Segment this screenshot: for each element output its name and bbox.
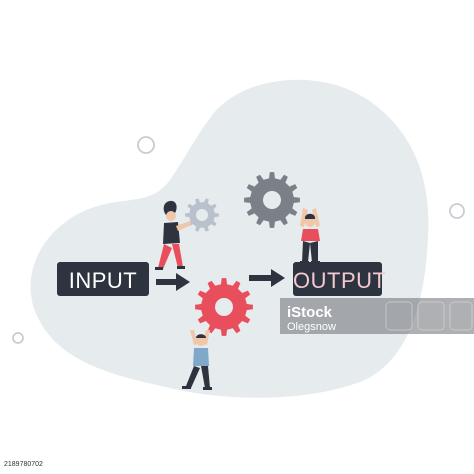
person-man-lifting-gear [182, 330, 212, 390]
arrow-right-icon [249, 269, 285, 287]
watermark-brand: iStock [287, 304, 333, 321]
person-woman-with-gear [155, 200, 191, 270]
arrow-right-icon [156, 273, 190, 291]
decor-circle-left [137, 136, 155, 154]
stock-image-id: 2189780702 [4, 461, 43, 468]
watermark-band [280, 298, 474, 334]
background-blob [30, 79, 429, 398]
gear-light-icon [185, 198, 219, 232]
decor-circle-right [449, 203, 465, 219]
gear-gray-icon [244, 172, 300, 228]
watermark-credit: Olegsnow [287, 321, 336, 333]
input-box [57, 262, 149, 296]
decor-circle-bottom [12, 332, 24, 344]
watermark-pattern [385, 301, 473, 331]
output-box [293, 262, 382, 296]
gear-red-icon [195, 278, 253, 336]
input-label: INPUT [68, 268, 138, 293]
person-woman-arms-up [300, 208, 320, 264]
output-label: OUTPUT [293, 268, 387, 293]
